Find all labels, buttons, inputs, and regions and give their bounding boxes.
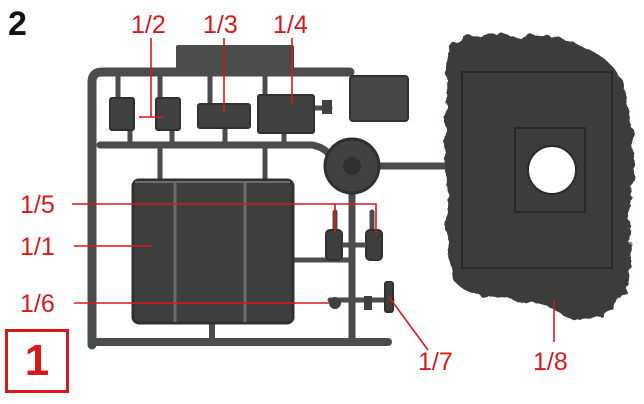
label-1-6: 1/6	[20, 290, 55, 318]
callout-labels: 1/2 1/3 1/4 1/5 1/1 1/6 1/7 1/8	[20, 11, 568, 376]
label-1-2: 1/2	[131, 11, 166, 39]
upper-right-part	[349, 75, 409, 122]
part-sheet-number: 1	[24, 336, 50, 385]
label-1-8: 1/8	[533, 348, 568, 376]
main-panel-part	[131, 178, 295, 325]
leader-1-2	[139, 38, 164, 118]
step-number: 2	[8, 5, 27, 43]
round-hub	[323, 137, 381, 195]
axle-part	[329, 296, 372, 310]
callout-lines	[72, 38, 555, 351]
label-1-1: 1/1	[20, 233, 55, 261]
label-1-5: 1/5	[20, 191, 55, 219]
label-1-7: 1/7	[418, 348, 453, 376]
label-1-3: 1/3	[203, 11, 238, 39]
leader-1-5	[72, 203, 377, 232]
label-1-4: 1/4	[273, 11, 308, 39]
textured-plate-part	[444, 33, 634, 319]
small-parts	[109, 94, 332, 134]
leader-1-7	[388, 296, 429, 351]
part-sheet-badge: 1	[5, 329, 69, 393]
wheel-pair-part	[325, 229, 383, 261]
sprue-tab	[176, 45, 294, 73]
